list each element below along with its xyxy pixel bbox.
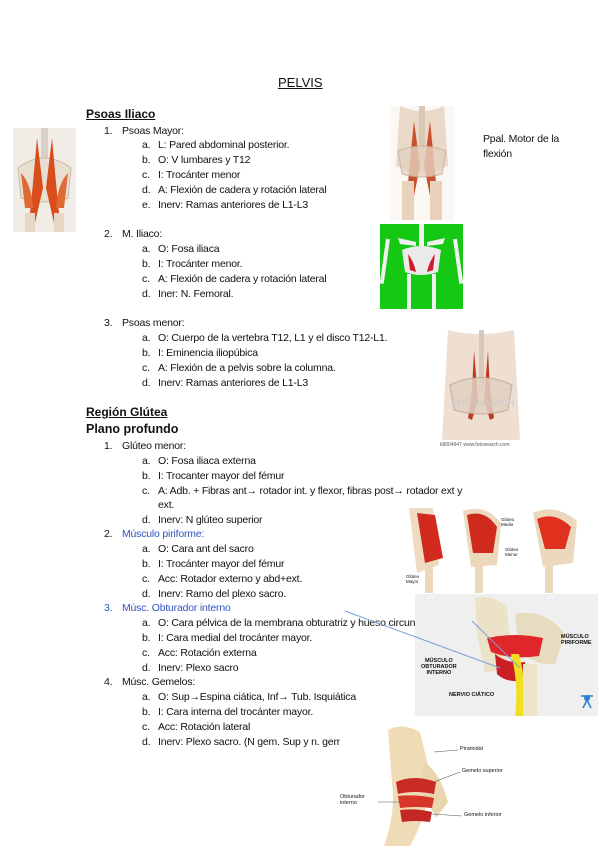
list-letter: c. (142, 169, 150, 181)
list-item: I: Trocanter mayor del fémur (158, 470, 285, 482)
list-item: O: Fosa iliaca externa (158, 455, 256, 467)
label-gluteo-menor: Glúteo Menor (505, 547, 519, 557)
label-gemelo-inferior: Gemelo inferior (464, 812, 502, 818)
list-item: Acc: Rotador externo y abd+ext. (158, 573, 303, 585)
label-gluteo-medio: Glúteo Medio (501, 517, 515, 527)
psoas-figure-left (13, 128, 76, 232)
list-letter: a. (142, 455, 151, 467)
list-letter: b. (142, 558, 151, 570)
list-item: I: Cara medial del trocánter mayor. (158, 632, 313, 644)
list-item: I: Trocánter menor. (158, 258, 243, 270)
list-item: L: Pared abdominal posterior. (158, 139, 290, 151)
list-letter: c. (142, 573, 150, 585)
list-number: 4. (104, 676, 113, 688)
psoas-menor-figure: FOTOSEARCH k8004947 www.fotosearch.com (438, 330, 524, 454)
list-letter: c. (142, 647, 150, 659)
list-item: I: Eminencia iliopúbica (158, 347, 258, 359)
label-gluteo-mayor: Glúteo Mayor (406, 574, 420, 584)
image-credit: k8004947 www.fotosearch.com (440, 442, 510, 448)
list-number: 2. (104, 228, 113, 240)
list-item: O: Sup→Espina ciática, Inf→ Tub. Isquiát… (158, 691, 357, 703)
list-letter: d. (142, 184, 151, 196)
label-nervio-ciatico: NERVIO CIÁTICO (449, 692, 495, 698)
list-item: ext. (158, 499, 175, 511)
list-item: Inerv: Ramas anteriores de L1-L3 (158, 377, 309, 389)
label-piramidal: Piramidal (460, 746, 483, 752)
list-number: 3. (104, 317, 113, 329)
label-obturador-interno-2: Obturador interno (340, 794, 365, 806)
list-letter: c. (142, 362, 150, 374)
label-musculo-piriforme: MÚSCULO PIRIFORME (561, 634, 592, 646)
muscle-name-iliaco: M. Iliaco: (122, 228, 163, 240)
list-letter: b. (142, 706, 151, 718)
list-item: Inerv: Ramas anteriores de L1-L3 (158, 199, 309, 211)
list-item: Inerv: Plexo sacro (158, 662, 239, 674)
muscle-name-piriforme: Músculo piriforme: (122, 528, 205, 540)
page-title: PELVIS (278, 75, 323, 90)
muscle-name-psoas-menor: Psoas menor: (122, 317, 185, 329)
muscle-name-gemelos: Músc. Gemelos: (122, 676, 196, 688)
list-number: 2. (104, 528, 113, 540)
muscle-name-psoas-mayor: Psoas Mayor: (122, 125, 184, 137)
side-note: Ppal. Motor de la (483, 133, 559, 145)
list-number: 1. (104, 440, 113, 452)
list-letter: b. (142, 154, 151, 166)
list-letter: a. (142, 617, 151, 629)
list-item: Iner: N. Femoral. (158, 288, 234, 300)
list-letter: c. (142, 721, 150, 733)
list-item: O: Cara pélvica de la membrana obturatri… (158, 617, 444, 629)
list-letter: c. (142, 273, 150, 285)
list-item: Inerv: N glúteo superior (158, 514, 263, 526)
list-item: O: Fosa iliaca (158, 243, 220, 255)
list-item: O: Cuerpo de la vertebra T12, L1 y el di… (158, 332, 388, 344)
gluteos-figure: Glúteo Mayor Glúteo Medio Glúteo Menor (405, 503, 595, 593)
list-letter: a. (142, 543, 151, 555)
list-item: Inerv: Ramo del plexo sacro. (158, 588, 287, 600)
list-item: I: Trocánter menor (158, 169, 241, 181)
list-letter: a. (142, 243, 151, 255)
gemelos-figure: Piramidal Gemelo superior Obturador inte… (340, 722, 520, 846)
list-item: Acc: Rotación lateral (158, 721, 251, 733)
list-item: Acc: Rotación externa (158, 647, 257, 659)
list-letter: b. (142, 258, 151, 270)
list-letter: a. (142, 691, 151, 703)
list-letter: d. (142, 377, 151, 389)
list-letter: b. (142, 470, 151, 482)
watermark: FOTOSEARCH (452, 398, 515, 408)
list-letter: a. (142, 332, 151, 344)
list-letter: c. (142, 485, 150, 497)
side-note: flexión (483, 148, 512, 160)
label-obturador-interno: MÚSCULO OBTURADOR INTERNO (421, 658, 457, 676)
list-letter: d. (142, 736, 151, 748)
list-item: I: Trocánter mayor del fémur (158, 558, 285, 570)
list-letter: d. (142, 514, 151, 526)
list-letter: b. (142, 632, 151, 644)
list-item: A: Flexión de cadera y rotación lateral (158, 273, 327, 285)
label-gemelo-superior: Gemelo superior (462, 768, 503, 774)
section-heading-psoas: Psoas Iliaco (86, 107, 156, 121)
list-letter: d. (142, 588, 151, 600)
list-letter: e. (142, 199, 151, 211)
list-letter: d. (142, 288, 151, 300)
muscle-name-gluteo-menor: Glúteo menor: (122, 440, 186, 452)
list-item: O: V lumbares y T12 (158, 154, 251, 166)
list-item: I: Cara interna del trocánter mayor. (158, 706, 314, 718)
list-number: 1. (104, 125, 113, 137)
list-letter: b. (142, 347, 151, 359)
list-item: A: Adb. + Fibras ant→ rotador int. y fle… (158, 485, 463, 497)
list-item: Inerv: Plexo sacro. (N gem. Sup y n. gem… (158, 736, 362, 748)
list-number: 3. (104, 602, 113, 614)
iliaco-figure (380, 224, 463, 309)
list-item: A: Flexión de a pelvis sobre la columna. (158, 362, 336, 374)
list-letter: d. (142, 662, 151, 674)
subheading-plano-profundo: Plano profundo (86, 422, 179, 436)
list-item: A: Flexión de cadera y rotación lateral (158, 184, 327, 196)
list-letter: a. (142, 139, 151, 151)
list-item: O: Cara ant del sacro (158, 543, 254, 555)
muscle-name-obturador: Músc. Obturador interno (122, 602, 231, 614)
psoas-figure-right (390, 106, 454, 220)
section-heading-glutea: Región Glútea (86, 405, 168, 419)
